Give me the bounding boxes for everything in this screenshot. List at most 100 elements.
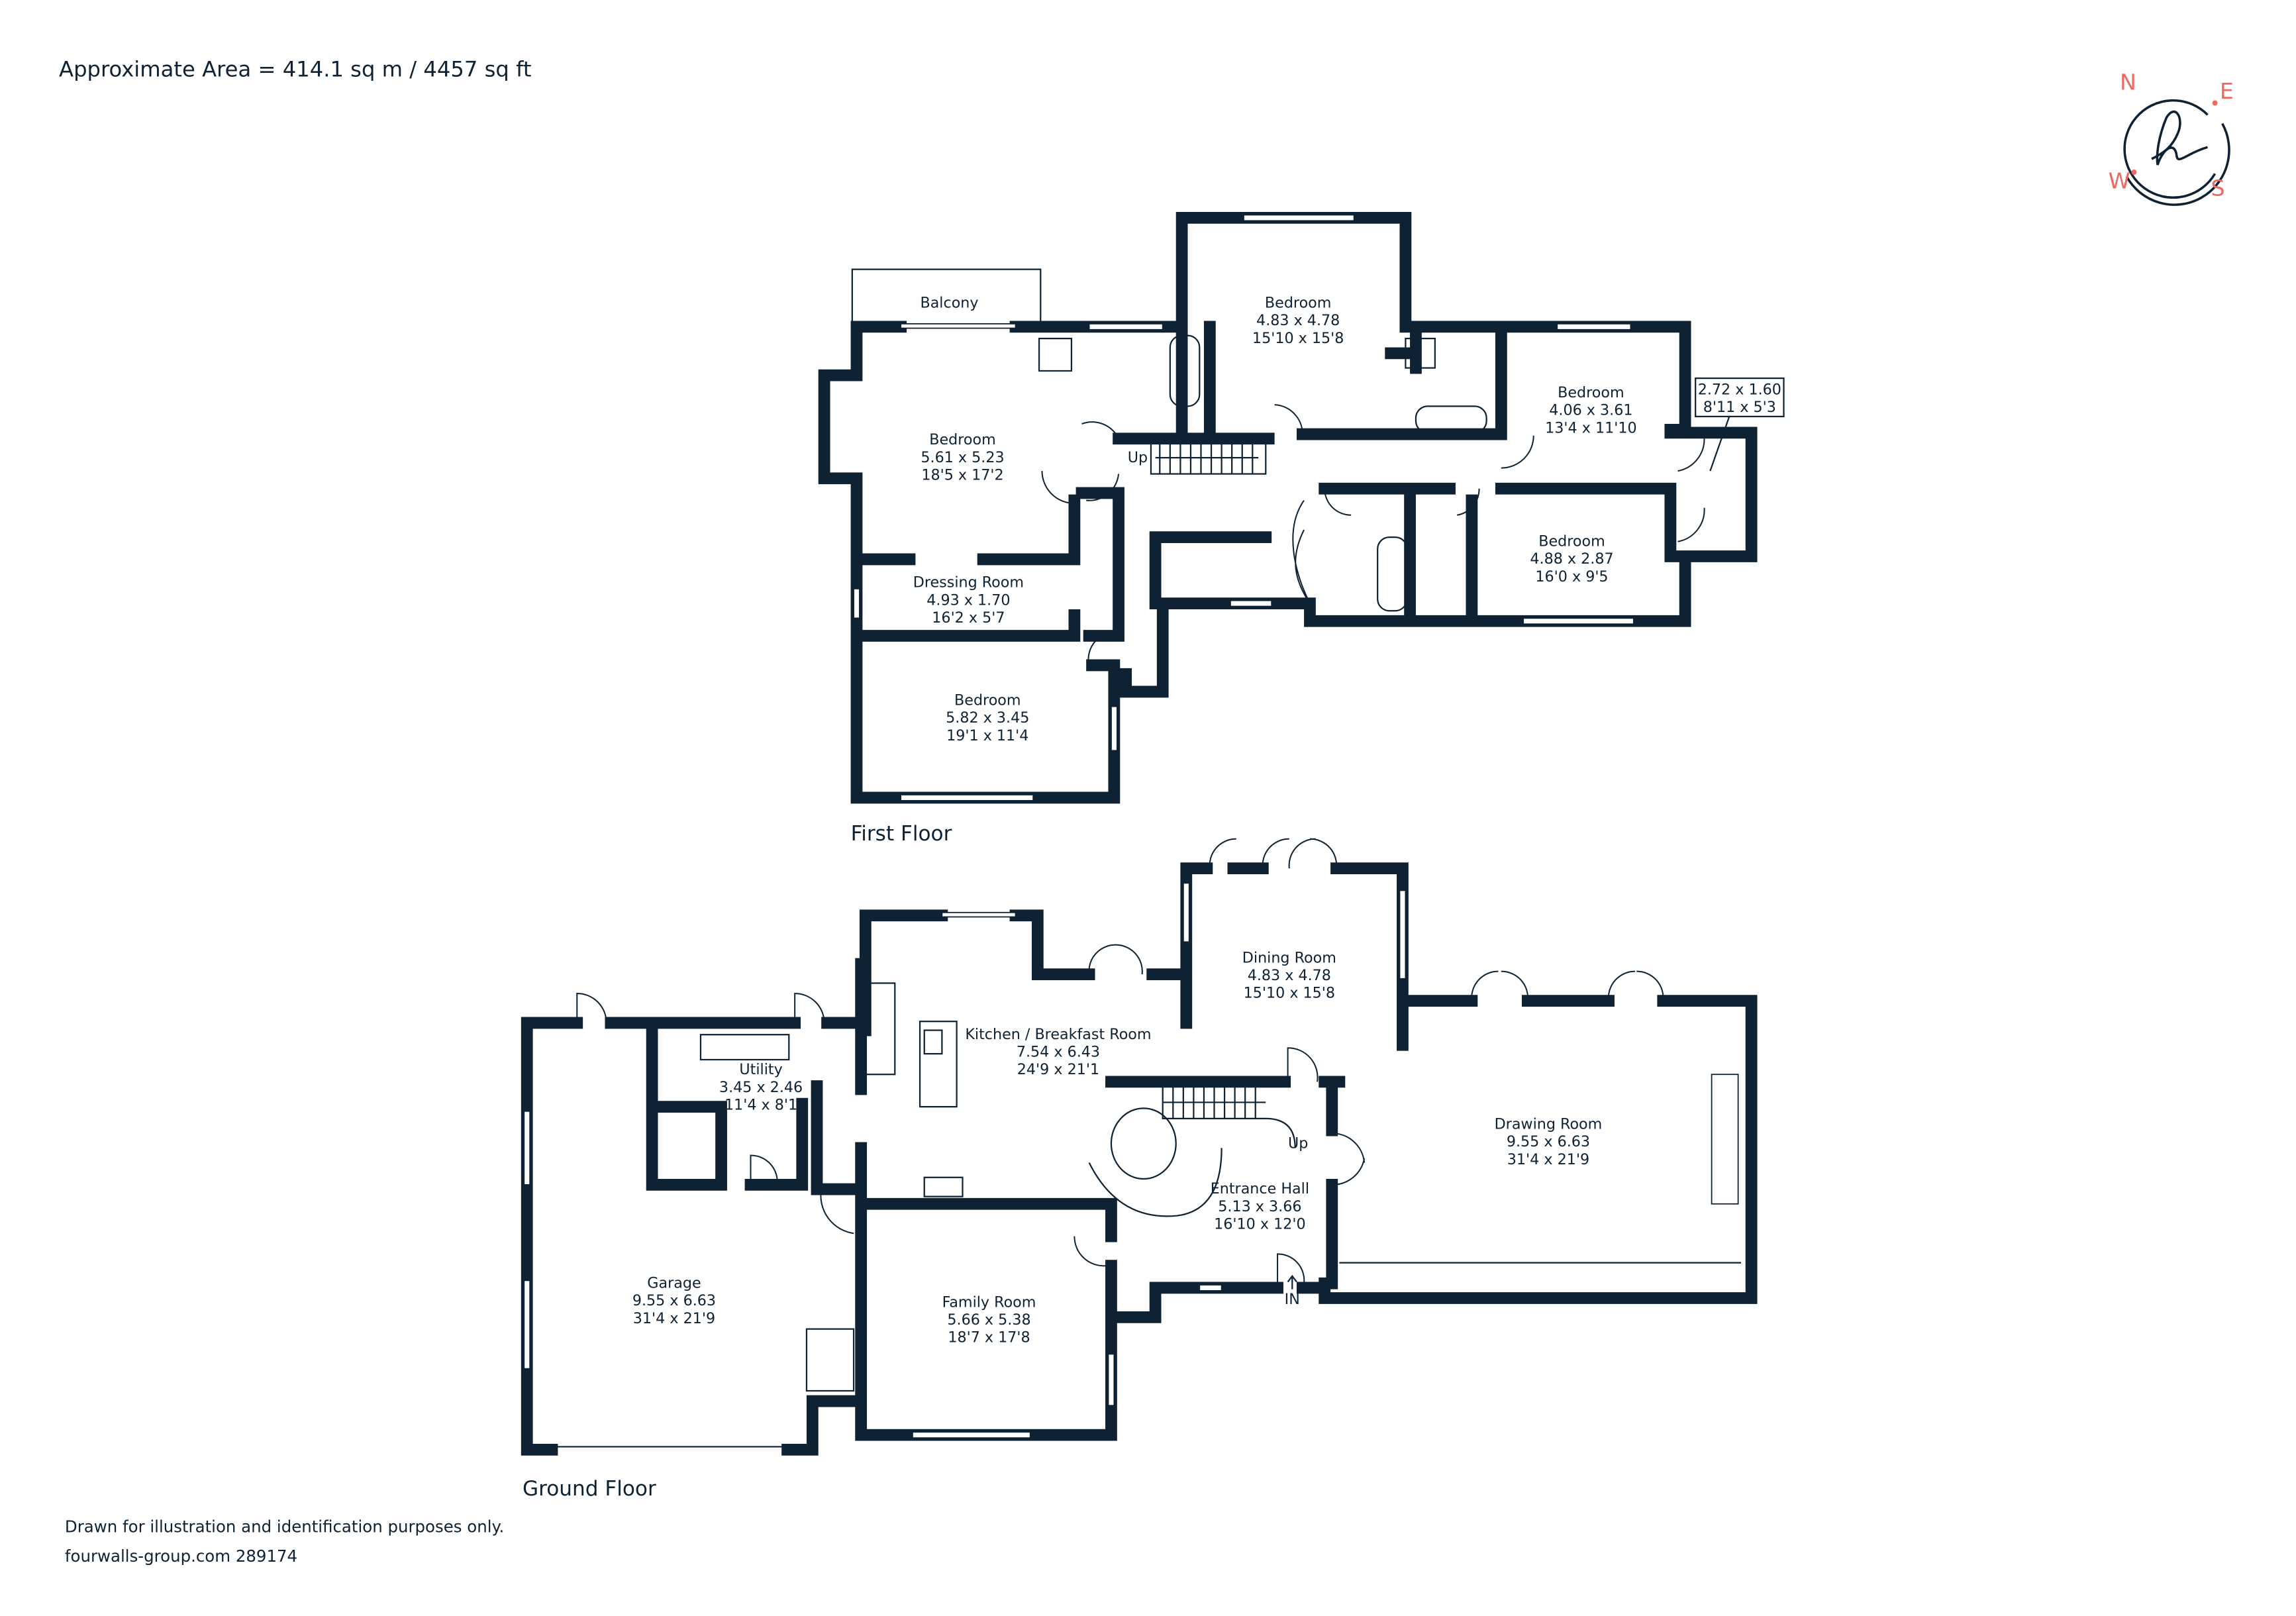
room-name: Dressing Room xyxy=(913,574,1024,591)
balcony-door xyxy=(900,323,1017,329)
sink-icon xyxy=(923,1176,964,1197)
window xyxy=(912,1431,1031,1439)
compass-logo: N E S W xyxy=(2109,70,2234,206)
room-imperial: 19'1 x 11'4 xyxy=(946,727,1028,744)
room-utility: Utility 3.45 x 2.46 11'4 x 8'1 xyxy=(719,1061,803,1113)
room-bedroom-5: Bedroom 5.82 x 3.45 19'1 x 11'4 xyxy=(946,691,1029,744)
room-metric: 4.93 x 1.70 xyxy=(926,591,1010,609)
compass-ring-arc xyxy=(2125,123,2230,206)
ground-floor-stairs xyxy=(1088,1086,1296,1217)
logo-h-icon xyxy=(2151,110,2208,166)
door-swing xyxy=(1041,404,1705,666)
room-dressing-room: Dressing Room 4.93 x 1.70 16'2 x 5'7 xyxy=(913,574,1024,627)
window xyxy=(1107,1353,1115,1407)
garage-door-line xyxy=(556,1262,1742,1448)
callout-pointer xyxy=(1709,416,1730,472)
room-family-room: Family Room 5.66 x 5.38 18'7 x 17'8 xyxy=(942,1293,1036,1346)
room-bedroom-1: Bedroom 5.61 x 5.23 18'5 x 17'2 xyxy=(921,431,1004,483)
first-floor-walls xyxy=(818,212,1758,804)
room-garage: Garage 9.55 x 6.63 31'4 x 21'9 xyxy=(632,1274,716,1327)
room-imperial: 16'0 x 9'5 xyxy=(1535,568,1608,585)
room-imperial: 16'2 x 5'7 xyxy=(932,609,1005,627)
room-name: Garage xyxy=(647,1274,701,1291)
window xyxy=(1243,214,1355,222)
room-metric: 4.83 x 4.78 xyxy=(1256,312,1340,329)
compass-dot-icon xyxy=(2131,170,2137,175)
room-drawing-room: Drawing Room 9.55 x 6.63 31'4 x 21'9 xyxy=(1495,1115,1603,1168)
reference: fourwalls-group.com 289174 xyxy=(65,1546,297,1566)
room-imperial: 31'4 x 21'9 xyxy=(1507,1151,1589,1168)
callout-box xyxy=(1695,378,1785,417)
room-imperial: 18'5 x 17'2 xyxy=(921,466,1003,483)
room-name: Bedroom xyxy=(1558,384,1624,401)
room-metric: 5.13 x 3.66 xyxy=(1218,1198,1301,1215)
room-imperial: 16'10 x 12'0 xyxy=(1214,1216,1305,1233)
hob-icon xyxy=(923,1029,943,1055)
room-metric: 5.66 x 5.38 xyxy=(947,1311,1030,1329)
room-imperial: 18'7 x 17'8 xyxy=(948,1329,1030,1346)
compass-ring-icon xyxy=(2123,99,2217,199)
room-name: Family Room xyxy=(942,1293,1036,1311)
window xyxy=(1199,1284,1223,1291)
compass-west: W xyxy=(2109,168,2130,193)
room-imperial: 15'10 x 15'8 xyxy=(1244,985,1335,1002)
room-metric: 3.45 x 2.46 xyxy=(719,1079,803,1096)
window xyxy=(1182,882,1190,943)
first-floor-label: First Floor xyxy=(851,822,952,846)
window xyxy=(1556,323,1632,330)
room-metric: 5.61 x 5.23 xyxy=(921,449,1004,466)
shower-icon xyxy=(1038,338,1073,372)
room-metric: 9.55 x 6.63 xyxy=(1507,1133,1590,1150)
room-name: Bedroom xyxy=(1538,532,1605,550)
bath-icon xyxy=(1169,334,1201,407)
disclaimer: Drawn for illustration and identificatio… xyxy=(65,1517,504,1536)
room-imperial: 15'10 x 15'8 xyxy=(1252,330,1344,347)
window xyxy=(1088,323,1164,330)
compass-south: S xyxy=(2211,176,2224,201)
room-metric: 9.55 x 6.63 xyxy=(632,1292,716,1309)
window xyxy=(523,1110,531,1186)
ground-floor-label: Ground Floor xyxy=(523,1477,656,1501)
window xyxy=(523,1280,531,1370)
window xyxy=(1230,599,1273,607)
first-floor-plan: Balcony Bedroom 5.61 x 5.23 18'5 x 17'2 … xyxy=(818,212,1785,846)
room-imperial: 24'9 x 21'1 xyxy=(1017,1061,1099,1078)
window xyxy=(853,588,860,619)
stairs-up-label: Up xyxy=(1288,1135,1308,1152)
room-entrance-hall: Entrance Hall 5.13 x 3.66 16'10 x 12'0 xyxy=(1211,1180,1309,1233)
room-bedroom-2: Bedroom 4.83 x 4.78 15'10 x 15'8 xyxy=(1252,294,1344,346)
curved-wall xyxy=(1292,499,1311,604)
room-name: Entrance Hall xyxy=(1211,1180,1309,1197)
compass-east: E xyxy=(2220,78,2234,104)
kitchen-counter xyxy=(864,982,896,1076)
window xyxy=(1399,889,1407,980)
shower-icon xyxy=(1405,338,1436,369)
window xyxy=(900,794,1034,801)
compass-dot-icon xyxy=(2212,100,2218,106)
window xyxy=(1522,617,1634,625)
entrance-arrow-icon xyxy=(1287,1274,1297,1289)
room-metric: 7.54 x 6.43 xyxy=(1017,1044,1100,1061)
garage-cupboard xyxy=(805,1328,855,1392)
room-name: Kitchen / Breakfast Room xyxy=(965,1026,1151,1043)
room-balcony: Balcony xyxy=(920,294,978,311)
room-name: Utility xyxy=(739,1061,782,1078)
compass-north: N xyxy=(2120,70,2136,95)
fireplace xyxy=(1711,1074,1739,1205)
room-name: Bedroom xyxy=(1265,294,1331,311)
stairs-up-label: Up xyxy=(1128,449,1148,466)
ground-floor-walls xyxy=(521,862,1758,1456)
room-imperial: 31'4 x 21'9 xyxy=(633,1310,715,1327)
room-bedroom-3: Bedroom 4.06 x 3.61 13'4 x 11'10 xyxy=(1545,384,1636,436)
room-bedroom-4: Bedroom 4.88 x 2.87 16'0 x 9'5 xyxy=(1530,532,1613,585)
window xyxy=(1111,705,1118,752)
room-metric: 5.82 x 3.45 xyxy=(946,709,1029,727)
callout-imperial: 8'11 x 5'3 xyxy=(1703,399,1776,416)
room-imperial: 13'4 x 11'10 xyxy=(1545,419,1636,436)
room-dining-room: Dining Room 4.83 x 4.78 15'10 x 15'8 xyxy=(1242,949,1336,1001)
first-floor-stairs xyxy=(1150,440,1267,475)
room-metric: 4.83 x 4.78 xyxy=(1248,967,1331,984)
room-kitchen: Kitchen / Breakfast Room 7.54 x 6.43 24'… xyxy=(965,1026,1151,1078)
